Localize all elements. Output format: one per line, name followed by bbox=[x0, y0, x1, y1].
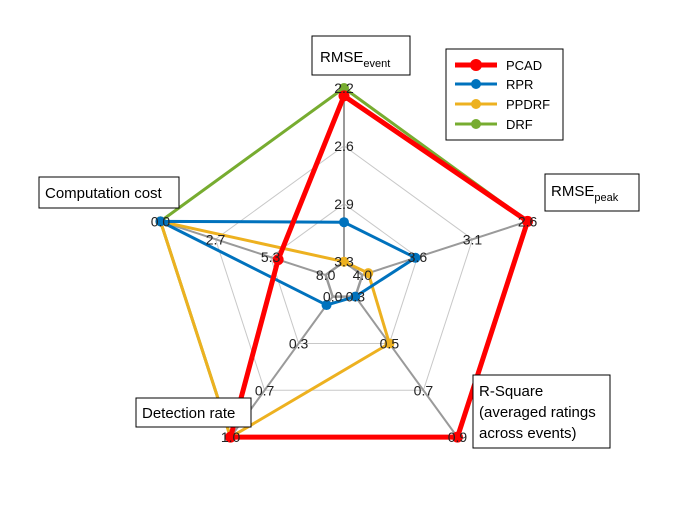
data-point-rpr bbox=[321, 300, 332, 311]
legend-marker-ppdrf bbox=[471, 99, 481, 109]
data-point-rpr bbox=[155, 216, 166, 227]
svg-text:PCAD: PCAD bbox=[506, 58, 542, 73]
tick-label: 2.7 bbox=[206, 231, 226, 247]
grid-spoke bbox=[354, 296, 459, 438]
series-pcad bbox=[225, 90, 534, 443]
svg-text:Computation cost: Computation cost bbox=[45, 185, 163, 202]
series-rpr bbox=[155, 216, 421, 311]
radar-tick-labels: 2.2 2.6 2.9 3.3 2.6 3.1 3.6 4.0 0.9 0.7 0.5 0.3 1.0 0… bbox=[151, 80, 538, 445]
axis-title-r-square: R-Square (averaged ratings across events… bbox=[472, 374, 611, 449]
tick-label: 2.6 bbox=[518, 213, 538, 229]
data-point-ppdrf bbox=[363, 268, 374, 279]
axis-title-computation-cost: Computation cost bbox=[38, 176, 180, 209]
data-point-pcad bbox=[272, 254, 284, 266]
svg-text:(averaged ratings: (averaged ratings bbox=[479, 404, 596, 421]
series-line-pcad bbox=[227, 92, 531, 440]
data-point-rpr bbox=[350, 291, 361, 302]
data-point-pcad bbox=[225, 431, 237, 443]
tick-label: 3.3 bbox=[334, 254, 354, 270]
svg-text:DRF: DRF bbox=[506, 117, 533, 132]
tick-label: 0.3 bbox=[346, 289, 366, 305]
tick-label: 3.1 bbox=[463, 231, 483, 247]
grid-spoke bbox=[362, 220, 528, 276]
tick-label: 0.9 bbox=[448, 429, 468, 445]
legend-entry-rpr: RPR bbox=[455, 77, 533, 92]
tick-label: 0.3 bbox=[289, 335, 309, 351]
tick-label: 0.7 bbox=[255, 382, 275, 398]
svg-text:RPR: RPR bbox=[506, 77, 533, 92]
data-point-pcad bbox=[451, 431, 463, 443]
legend: PCAD RPR PPDRF DRF bbox=[445, 48, 564, 141]
svg-text:Detection rate: Detection rate bbox=[142, 405, 235, 422]
data-point-rpr bbox=[339, 217, 349, 228]
tick-label: 1.0 bbox=[221, 429, 241, 445]
svg-text:across events): across events) bbox=[479, 425, 577, 442]
data-point-rpr bbox=[410, 252, 421, 263]
tick-label: 0.5 bbox=[380, 335, 400, 351]
svg-text:R-Square: R-Square bbox=[479, 383, 543, 400]
svg-text:RMSEevent: RMSEevent bbox=[320, 49, 390, 70]
data-point-ppdrf bbox=[384, 338, 395, 349]
tick-label: 0.0 bbox=[323, 289, 343, 305]
tick-label: 2.6 bbox=[334, 138, 354, 154]
axis-title-rmse-peak: RMSEpeak bbox=[544, 173, 640, 212]
data-point-ppdrf bbox=[339, 256, 349, 267]
legend-marker-drf bbox=[471, 119, 481, 129]
legend-entry-drf: DRF bbox=[455, 117, 533, 132]
legend-marker-rpr bbox=[471, 79, 481, 89]
grid-ring bbox=[324, 260, 364, 298]
tick-label: 2.2 bbox=[334, 80, 354, 96]
legend-marker-pcad bbox=[470, 59, 482, 71]
tick-label: 0.0 bbox=[151, 213, 171, 229]
svg-text:PPDRF: PPDRF bbox=[506, 97, 550, 112]
legend-entry-pcad: PCAD bbox=[455, 58, 542, 73]
tick-label: 0.7 bbox=[414, 382, 434, 398]
tick-label: 3.6 bbox=[408, 249, 428, 265]
axis-title-detection-rate: Detection rate bbox=[135, 397, 252, 428]
grid-ring bbox=[214, 145, 474, 391]
series-line-rpr bbox=[159, 219, 419, 307]
tick-label: 8.0 bbox=[316, 267, 336, 283]
tick-label: 2.9 bbox=[334, 196, 354, 212]
axis-title-rmse-event: RMSEevent bbox=[311, 35, 411, 76]
radar-series bbox=[155, 83, 534, 443]
data-point-pcad bbox=[338, 90, 350, 102]
data-point-pcad bbox=[522, 215, 534, 227]
tick-label: 5.3 bbox=[261, 249, 281, 265]
legend-entry-ppdrf: PPDRF bbox=[455, 97, 550, 112]
data-point-drf bbox=[339, 83, 349, 93]
grid-spoke bbox=[160, 220, 326, 276]
tick-label: 4.0 bbox=[353, 267, 373, 283]
svg-text:RMSEpeak: RMSEpeak bbox=[551, 183, 619, 204]
